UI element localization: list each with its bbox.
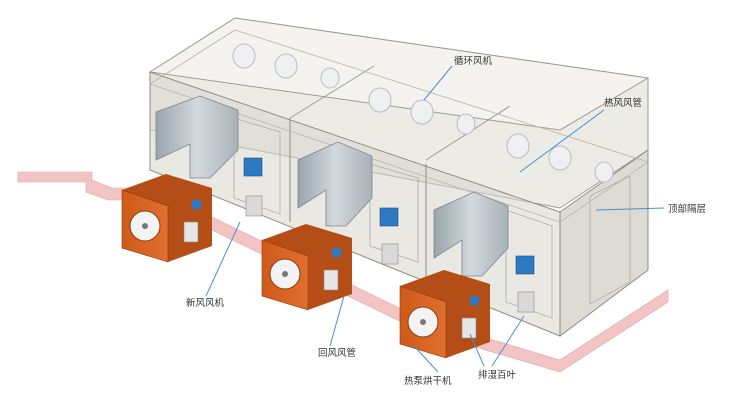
- label-exhaust-louver: 排湿百叶: [478, 369, 517, 381]
- fresh-air-fans: [243, 157, 535, 275]
- label-hot-air-duct: 热风风管: [604, 97, 642, 109]
- top-partition: [149, 29, 649, 223]
- heat-pump-unit-3: [399, 270, 490, 359]
- heat-pump-unit-1: [121, 174, 212, 263]
- leader-lines: [205, 65, 665, 373]
- label-circulation-fan: 循环风机: [454, 55, 493, 67]
- room-right-wall: [559, 149, 649, 337]
- label-return-air-duct: 回风风管: [318, 347, 356, 359]
- label-heat-pump-dryer: 热泵烘干机: [404, 375, 452, 387]
- exhaust-louvers: [245, 195, 535, 313]
- label-fresh-air-fan: 新风风机: [186, 297, 225, 309]
- drying-racks: [233, 117, 631, 319]
- heat-pump-unit-2: [261, 224, 352, 311]
- circulation-fans: [232, 43, 614, 183]
- floor-strip: [17, 171, 669, 373]
- label-top-partition: 顶部隔层: [668, 203, 706, 215]
- air-ducts: [155, 95, 509, 277]
